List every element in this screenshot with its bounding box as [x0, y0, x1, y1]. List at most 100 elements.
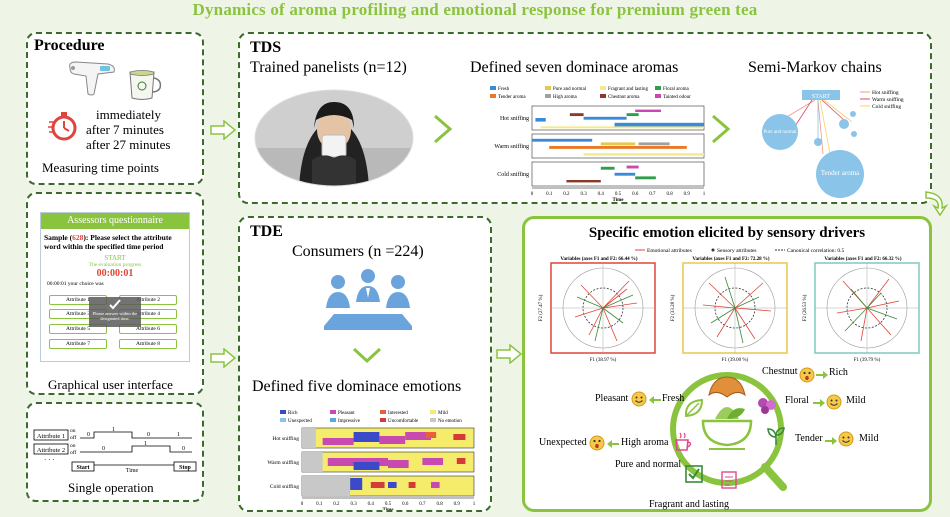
tick-label: 0.9 [454, 502, 461, 507]
chevron-right-icon [434, 114, 453, 144]
band-segment [583, 116, 627, 120]
band-segment [302, 476, 351, 496]
tick-label: 0.4 [598, 192, 605, 197]
svg-text:1: 1 [144, 441, 147, 447]
legend-swatch [380, 410, 386, 414]
time-point-7min: after 7 minutes [86, 122, 164, 137]
band-segment [638, 142, 670, 146]
tick-label: 0.6 [402, 502, 409, 507]
tick-label: 0.8 [666, 192, 673, 197]
band-segment [569, 113, 584, 117]
legend-label: Tainted odour [663, 95, 691, 100]
legend-label: Interested [388, 411, 408, 416]
row-label: Warm sniffing [494, 143, 529, 150]
chevron-down-icon [352, 347, 382, 364]
single-operation-diagram: Attribute 1 Attribute 2 on off on off 0 … [33, 427, 197, 474]
gui-caption: Graphical user interface [48, 377, 173, 392]
band-segment [635, 176, 656, 180]
legend-swatch [655, 94, 661, 98]
attribute-button[interactable]: Attribute 7 [49, 339, 107, 349]
specific-legend: Emotional attributes Sensory attributes … [635, 248, 845, 254]
procedure-caption: Measuring time points [42, 160, 159, 175]
legend-label: Impressive [338, 419, 361, 424]
legend-swatch [330, 418, 336, 422]
band-segment [614, 172, 636, 176]
time-point-27min: after 27 minutes [86, 137, 171, 152]
time-point-immediately: immediately [96, 107, 161, 122]
attribute-button[interactable]: Attribute 8 [119, 339, 177, 349]
band-segment [535, 118, 546, 122]
row-label: Warm sniffing [267, 459, 299, 466]
svg-text:0: 0 [147, 432, 150, 438]
specific-emotion-panel: Specific emotion elicited by sensory dri… [522, 216, 932, 512]
band-segment [431, 482, 440, 488]
surprised-face-icon [799, 367, 815, 383]
svg-text:Cold sniffing: Cold sniffing [872, 103, 901, 110]
biplot-1: Variables (axes F1 and F2: 66.44 %) F1 (… [539, 257, 656, 363]
band-segment [626, 165, 639, 169]
single-caption: Single operation [68, 480, 154, 495]
band-segment [453, 434, 466, 440]
band-segment [549, 146, 687, 149]
popup-message: Please answer within the designated time… [89, 297, 141, 327]
attribute-button[interactable]: Attribute 6 [119, 324, 177, 334]
band-segment [600, 142, 636, 146]
row-label: Hot sniffing [500, 115, 529, 122]
start-label[interactable]: START [104, 254, 126, 262]
axis-label: Time [382, 508, 394, 510]
svg-text:Pure and normal: Pure and normal [763, 130, 797, 135]
pure-normal-label: Pure and normal [615, 459, 682, 470]
checkbox-icon [685, 465, 703, 483]
tick-label: 0 [531, 192, 534, 197]
leaf-icon [684, 398, 704, 418]
legend-swatch [490, 94, 496, 98]
chevron-right-icon [712, 114, 731, 144]
arrow-right-icon [496, 344, 522, 364]
band-segment [626, 113, 639, 117]
markov-title: Semi-Markov chains [748, 59, 882, 76]
tick-label: 0.6 [632, 192, 639, 197]
row-label: Cold sniffing [270, 483, 299, 490]
flower-icon [758, 398, 776, 414]
band-segment [532, 138, 593, 142]
arrow-left-small-icon [607, 440, 619, 448]
legend-label: Tender aroma [498, 95, 526, 100]
band-segment [600, 166, 615, 170]
band-segment [353, 432, 380, 442]
arrow-down-icon [925, 191, 948, 216]
tick-label: 0.1 [316, 502, 323, 507]
svg-text:Canonical correlation: 0.5: Canonical correlation: 0.5 [787, 248, 845, 254]
questionnaire-card: Assessors questionnaire Sample (628): Pl… [40, 212, 190, 362]
legend-swatch [380, 418, 386, 422]
mild-label-1: Mild [846, 395, 866, 406]
tick-label: 0.1 [546, 192, 553, 197]
band-segment [614, 122, 704, 128]
legend-swatch [545, 94, 551, 98]
smile-face-icon [826, 394, 842, 410]
row-label: Hot sniffing [272, 435, 299, 442]
tick-label: 0.7 [649, 192, 656, 197]
arrow-right-icon [210, 348, 236, 368]
legend-label: Fragrant and lasting [608, 87, 648, 92]
attribute-button[interactable]: Attribute 5 [49, 324, 107, 334]
band-segment [425, 432, 437, 438]
legend-swatch [600, 86, 606, 90]
svg-text:Variables (axes F1 and F2: 66.: Variables (axes F1 and F2: 66.44 %) [560, 257, 638, 262]
band-segment [583, 153, 704, 156]
tick-label: 0.3 [350, 502, 357, 507]
markov-diagram: START Pure and normal Tender aroma Hot s… [762, 89, 904, 198]
thermometer-icon [69, 61, 115, 96]
meeting-icon [324, 269, 412, 330]
legend-label: Rich [288, 411, 298, 416]
specific-heading: Specific emotion elicited by sensory dri… [588, 225, 866, 241]
panelists-label: Trained panelists (n=12) [250, 59, 407, 76]
arrow-right-small-icon [825, 437, 837, 445]
consumers-label: Consumers (n =224) [292, 243, 424, 260]
progress-label: The evaluation progress [88, 262, 142, 268]
unexpected-label: Unexpected [539, 437, 587, 448]
emotions-title: Defined five dominace emotions [252, 378, 462, 395]
smile-face-icon [631, 391, 647, 407]
svg-text:off: off [70, 434, 76, 441]
timer-display: 00:00:01 [96, 268, 134, 279]
